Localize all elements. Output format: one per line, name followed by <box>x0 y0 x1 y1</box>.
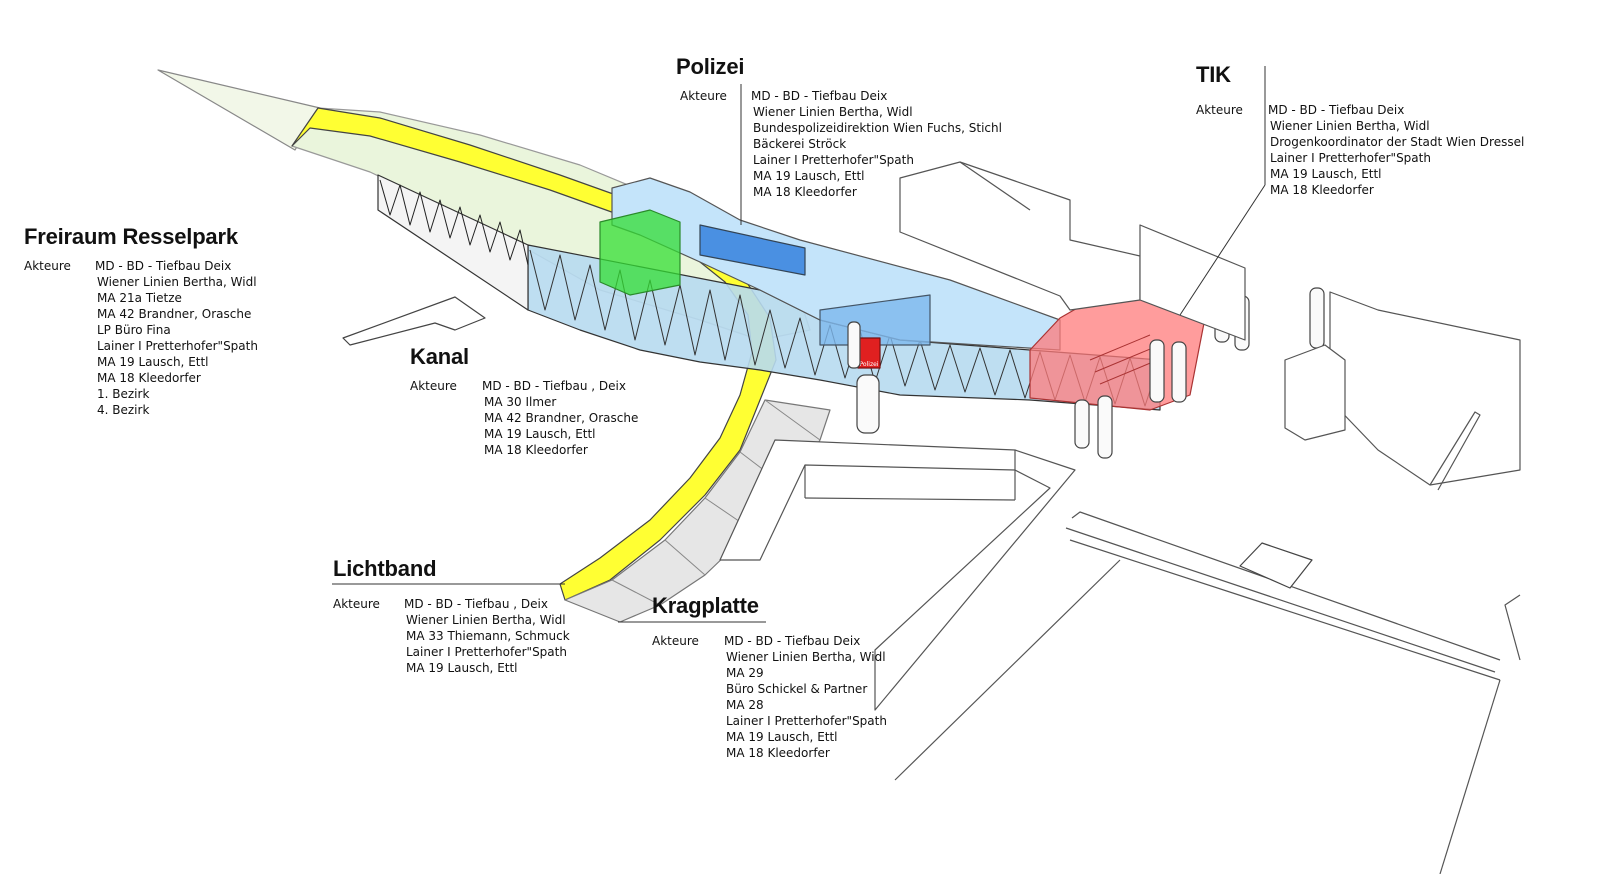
akteur-entry: Wiener Linien Bertha, Widl <box>1270 119 1430 133</box>
akteur-entry: MA 21a Tietze <box>97 291 182 305</box>
akteure-label: Akteure <box>410 379 457 393</box>
akteur-entry: Wiener Linien Bertha, Widl <box>97 275 257 289</box>
akteure-label: Akteure <box>24 259 71 273</box>
lichtband-ramp <box>564 399 831 623</box>
green-cube <box>599 209 681 296</box>
akteur-entry: 1. Bezirk <box>97 387 150 401</box>
akteur-entry: Wiener Linien Bertha, Widl <box>726 650 886 664</box>
akteure-label: Akteure <box>333 597 380 611</box>
group-title: TIK <box>1196 62 1231 87</box>
akteur-entry: MA 42 Brandner, Orasche <box>484 411 639 425</box>
akteure-list: MD - BD - Tiefbau Deix Wiener Linien Ber… <box>724 633 887 761</box>
group-title: Freiraum Resselpark <box>24 224 238 249</box>
group-lichtband: Lichtband Akteure MD - BD - Tiefbau , De… <box>333 556 570 676</box>
akteure-label: Akteure <box>680 89 727 103</box>
akteur-entry: Bäckerei Ströck <box>753 137 847 151</box>
manhole <box>1239 542 1313 589</box>
akteur-entry: MA 19 Lausch, Ettl <box>753 169 865 183</box>
group-title: Lichtband <box>333 556 437 581</box>
akteur-entry: MA 19 Lausch, Ettl <box>726 730 838 744</box>
akteur-entry: MA 28 <box>726 698 764 712</box>
box-building <box>1284 344 1346 441</box>
park-wedge-tip <box>157 69 321 151</box>
group-kanal: Kanal Akteure MD - BD - Tiefbau , Deix M… <box>410 344 638 458</box>
akteur-entry: Büro Schickel & Partner <box>726 682 868 696</box>
akteur-entry: MD - BD - Tiefbau Deix <box>95 259 232 273</box>
group-tik: TIK Akteure MD - BD - Tiefbau Deix Wiene… <box>1196 62 1524 198</box>
akteur-entry: Lainer I Pretterhofer"Spath <box>753 153 914 167</box>
group-kragplatte: Kragplatte Akteure MD - BD - Tiefbau Dei… <box>652 593 887 761</box>
group-freiraum-resselpark: Freiraum Resselpark Akteure MD - BD - Ti… <box>24 224 258 418</box>
akteur-entry: MA 19 Lausch, Ettl <box>97 355 209 369</box>
akteure-label: Akteure <box>1196 103 1243 117</box>
akteur-entry: 4. Bezirk <box>97 403 150 417</box>
akteur-entry: Drogenkoordinator der Stadt Wien Dressel <box>1270 135 1525 149</box>
park-marker <box>342 296 486 346</box>
akteur-entry: Lainer I Pretterhofer"Spath <box>97 339 258 353</box>
akteure-list: MD - BD - Tiefbau Deix Wiener Linien Ber… <box>1268 102 1525 198</box>
akteur-entry: MA 33 Thiemann, Schmuck <box>406 629 570 643</box>
polizei-sign-label: Polizei <box>860 361 879 368</box>
akteur-entry: MA 18 Kleedorfer <box>726 746 830 760</box>
akteur-entry: Wiener Linien Bertha, Widl <box>753 105 913 119</box>
akteur-entry: MA 19 Lausch, Ettl <box>406 661 518 675</box>
akteure-list: MD - BD - Tiefbau Deix Wiener Linien Ber… <box>95 258 258 418</box>
akteur-entry: Bundespolizeidirektion Wien Fuchs, Stich… <box>753 121 1002 135</box>
akteur-entry: Wiener Linien Bertha, Widl <box>406 613 566 627</box>
akteur-entry: MA 19 Lausch, Ettl <box>1270 167 1382 181</box>
akteur-entry: MA 29 <box>726 666 764 680</box>
columns <box>847 287 1325 459</box>
akteure-list: MD - BD - Tiefbau , Deix Wiener Linien B… <box>404 596 570 676</box>
akteur-entry: MA 30 Ilmer <box>484 395 557 409</box>
akteur-entry: MA 18 Kleedorfer <box>753 185 857 199</box>
kragplatte-wall <box>719 439 1076 711</box>
leader-lines <box>332 66 1266 623</box>
akteure-label: Akteure <box>652 634 699 648</box>
akteur-entry: MD - BD - Tiefbau Deix <box>751 89 888 103</box>
akteure-list: MD - BD - Tiefbau Deix Wiener Linien Ber… <box>751 88 1002 200</box>
akteure-list: MD - BD - Tiefbau , Deix MA 30 Ilmer MA … <box>482 378 639 458</box>
building-right-row <box>1139 224 1246 341</box>
akteur-entry: MD - BD - Tiefbau Deix <box>724 634 861 648</box>
group-polizei: Polizei Akteure MD - BD - Tiefbau Deix W… <box>676 54 1002 200</box>
group-title: Kanal <box>410 344 469 369</box>
akteur-entry: LP Büro Fina <box>97 323 171 337</box>
akteur-entry: MD - BD - Tiefbau , Deix <box>482 379 626 393</box>
akteur-entry: Lainer I Pretterhofer"Spath <box>406 645 567 659</box>
akteur-entry: MD - BD - Tiefbau Deix <box>1268 103 1405 117</box>
akteur-entry: Lainer I Pretterhofer"Spath <box>726 714 887 728</box>
rail-line <box>1429 411 1481 491</box>
group-title: Kragplatte <box>652 593 759 618</box>
akteur-entry: MA 42 Brandner, Orasche <box>97 307 252 321</box>
ground-lines <box>894 511 1521 874</box>
akteur-entry: MA 18 Kleedorfer <box>1270 183 1374 197</box>
akteur-entry: MA 18 Kleedorfer <box>484 443 588 457</box>
building-far-right <box>1329 291 1521 486</box>
akteur-entry: MD - BD - Tiefbau , Deix <box>404 597 548 611</box>
akteur-entry: MA 18 Kleedorfer <box>97 371 201 385</box>
akteur-entry: MA 19 Lausch, Ettl <box>484 427 596 441</box>
akteur-entry: Lainer I Pretterhofer"Spath <box>1270 151 1431 165</box>
polizei-block-dark <box>699 224 806 276</box>
group-title: Polizei <box>676 54 745 79</box>
